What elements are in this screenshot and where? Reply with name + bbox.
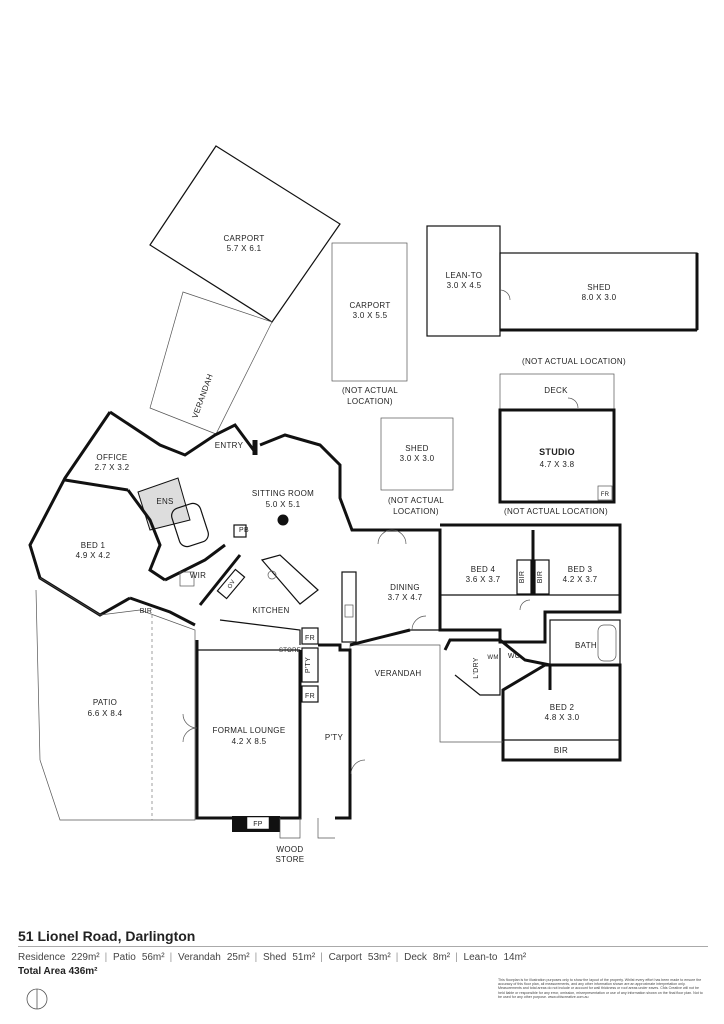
carport-2-label: CARPORT: [349, 301, 390, 310]
bed-2-label: BED 2: [550, 703, 575, 712]
wc-label: WC: [508, 653, 520, 660]
studio-dims: 4.7 X 3.8: [540, 460, 575, 469]
shed-2-outline: [380, 417, 454, 491]
carport-1-dims: 5.7 X 6.1: [227, 244, 262, 253]
studio-label: STUDIO: [539, 447, 575, 457]
bed-1-dims: 4.9 X 4.2: [76, 551, 111, 560]
shed-2-dims: 3.0 X 3.0: [400, 454, 435, 463]
deck-label: DECK: [544, 386, 568, 395]
ldry-label: L'DRY: [473, 657, 480, 678]
footer-divider: [18, 946, 708, 947]
pty-2-label: P'TY: [325, 733, 344, 742]
bed-3-label: BED 3: [568, 565, 593, 574]
shed-1-note: (NOT ACTUAL LOCATION): [522, 357, 626, 366]
studio-outline: [498, 408, 616, 504]
bed-2-walls: [501, 663, 622, 762]
kitchen-bench: [341, 571, 357, 643]
sitting-room-label: SITTING ROOM: [252, 489, 314, 498]
entry-label: ENTRY: [215, 441, 244, 450]
verandah-top-label: VERANDAH: [190, 373, 214, 420]
total-area: Total Area 436m²: [18, 966, 98, 977]
wood-store-label-1: WOOD: [277, 845, 304, 854]
north-compass-icon: [26, 988, 48, 1010]
carport-2-outline: [331, 242, 408, 382]
carport-2-note-1: (NOT ACTUAL: [342, 386, 398, 395]
patio-label: PATIO: [93, 698, 117, 707]
bir-2-label: BIR: [554, 746, 568, 755]
lean-to-dims: 3.0 X 4.5: [447, 281, 482, 290]
bir-b-label: BIR: [537, 571, 544, 584]
bir-a-label: BIR: [519, 571, 526, 584]
office-label: OFFICE: [96, 453, 127, 462]
pb-label: PB: [239, 527, 249, 534]
sitting-room-dims: 5.0 X 5.1: [266, 500, 301, 509]
ensuite-label: ENS: [156, 497, 173, 506]
shed-2-note-2: LOCATION): [393, 507, 439, 516]
formal-lounge-label: FORMAL LOUNGE: [213, 726, 286, 735]
bed-4-label: BED 4: [471, 565, 496, 574]
bath-label: BATH: [575, 641, 597, 650]
shed-1-label: SHED: [587, 283, 610, 292]
ov-label: OV: [227, 579, 237, 590]
lean-to-label: LEAN-TO: [446, 271, 483, 280]
fr-2-label: FR: [305, 693, 315, 700]
verandah-mid-label: VERANDAH: [375, 669, 422, 678]
kitchen-island: [260, 554, 319, 605]
bed-1-label: BED 1: [81, 541, 106, 550]
patio-outline: [35, 577, 196, 821]
carport-1-label: CARPORT: [223, 234, 264, 243]
bed-4-dims: 3.6 X 3.7: [466, 575, 501, 584]
fp-label: FP: [253, 821, 263, 828]
carport-2-dims: 3.0 X 5.5: [353, 311, 388, 320]
studio-note: (NOT ACTUAL LOCATION): [504, 507, 608, 516]
sitting-room-pillar: [277, 514, 289, 526]
verandah-strip: [149, 291, 273, 435]
dining-dims: 3.7 X 4.7: [388, 593, 423, 602]
wood-store-label-2: STORE: [276, 855, 305, 864]
studio-fr-label: FR: [601, 492, 610, 498]
wir-label: WIR: [190, 571, 206, 580]
wm-label: WM: [487, 655, 498, 661]
carport-2-note-2: LOCATION): [347, 397, 393, 406]
bir-b-box: [534, 559, 550, 595]
shed-2-label: SHED: [405, 444, 428, 453]
formal-lounge-walls: [195, 640, 232, 820]
bir-a-box: [516, 559, 532, 595]
formal-lounge-dims: 4.2 X 8.5: [232, 737, 267, 746]
bed-3-dims: 4.2 X 3.7: [563, 575, 598, 584]
floor-plan: CARPORT 5.7 X 6.1 VERANDAH CARPORT 3.0 X…: [28, 145, 699, 864]
property-address: 51 Lionel Road, Darlington: [18, 928, 196, 944]
store-label: STORE: [279, 648, 301, 654]
disclaimer-text: This floorplan is for illustration purpo…: [498, 978, 703, 999]
shed-2-note-1: (NOT ACTUAL: [388, 496, 444, 505]
bed-2-dims: 4.8 X 3.0: [545, 713, 580, 722]
dining-label: DINING: [390, 583, 420, 592]
shed-1-dims: 8.0 X 3.0: [582, 293, 617, 302]
fr-1-label: FR: [305, 635, 315, 642]
patio-dims: 6.6 X 8.4: [88, 709, 123, 718]
ensuite-floor: [137, 477, 191, 531]
bir-1-label: BIR: [140, 608, 153, 615]
office-dims: 2.7 X 3.2: [95, 463, 130, 472]
pty-1-label: P'TY: [305, 657, 312, 673]
kitchen-label: KITCHEN: [252, 606, 289, 615]
